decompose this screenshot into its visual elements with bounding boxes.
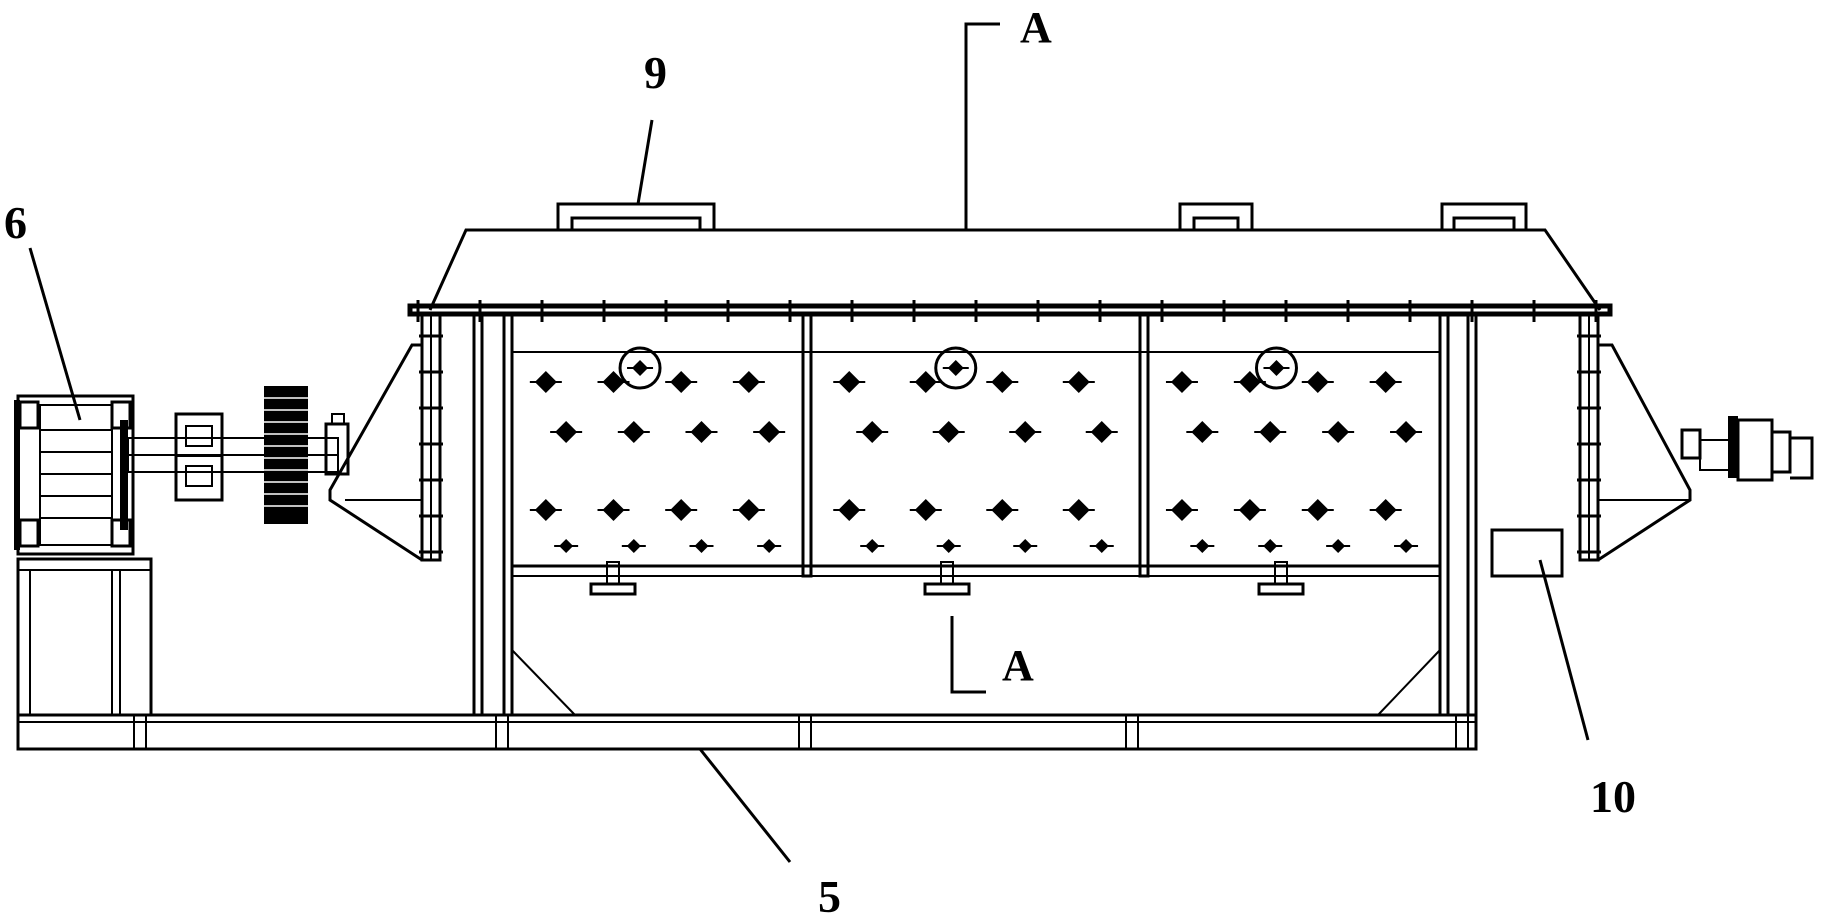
top-port-middle (1178, 202, 1254, 232)
compartment-dividers (801, 312, 1150, 578)
base-frame (16, 713, 1478, 751)
agitator-paddles (529, 346, 1423, 553)
flange-bolts (416, 300, 1601, 554)
leader-9 (636, 119, 654, 205)
right-columns (1377, 312, 1478, 717)
coupling (174, 412, 224, 502)
leader-6 (28, 247, 82, 421)
label-6: 6 (4, 197, 27, 248)
motor-stand (16, 557, 153, 717)
trough-bottom (512, 351, 1440, 577)
right-shaft-fitting (1680, 416, 1814, 482)
left-end-flange (420, 312, 442, 562)
support-foot-2 (923, 561, 971, 596)
trough-cover (428, 228, 1602, 311)
left-columns (472, 312, 576, 717)
right-end-flange (1578, 312, 1600, 562)
gear-wheel (264, 386, 308, 524)
label-section-bottom: A (1002, 641, 1034, 690)
support-foot-3 (1257, 561, 1305, 596)
label-section-top: A (1020, 3, 1052, 52)
outlet-box-10 (1490, 528, 1564, 578)
inspection-hub-2 (934, 346, 978, 390)
section-marker-top (964, 22, 1000, 230)
top-port-9 (556, 202, 716, 232)
leader-5 (698, 748, 792, 863)
label-5: 5 (818, 871, 841, 921)
right-end-cone (1597, 343, 1692, 562)
section-marker-bottom (950, 616, 986, 694)
label-9: 9 (644, 47, 667, 98)
inspection-hub-3 (1254, 346, 1298, 390)
gear-reducer (14, 394, 135, 556)
bearing-housing-left (324, 413, 350, 476)
top-flange-rail (407, 303, 1613, 317)
leader-10 (1538, 559, 1590, 741)
top-port-right (1440, 202, 1528, 232)
label-10: 10 (1590, 771, 1636, 822)
left-end-cone (328, 343, 423, 562)
support-foot-1 (589, 561, 637, 596)
inspection-hub-1 (618, 346, 662, 390)
